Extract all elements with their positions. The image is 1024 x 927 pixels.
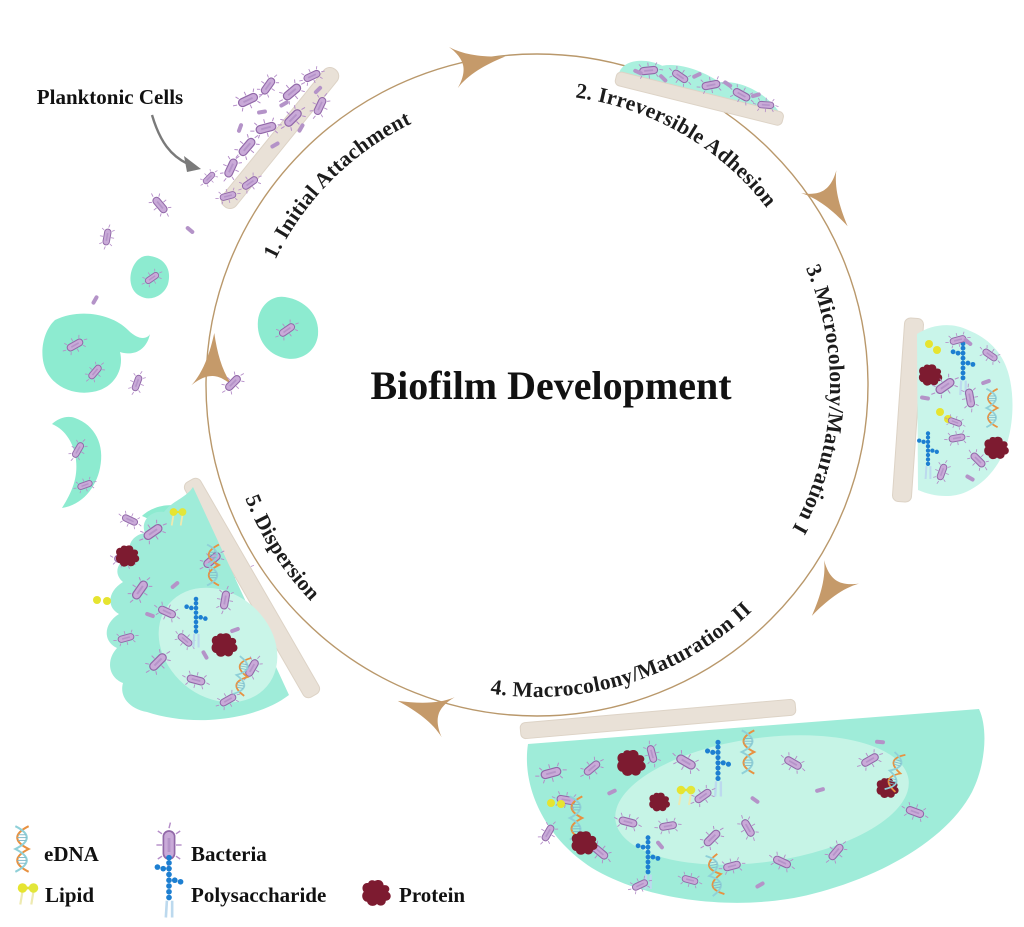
cycle-arrowhead-2	[801, 170, 866, 238]
protein-icon	[362, 880, 391, 906]
lipid-icon	[16, 881, 40, 906]
polysaccharide-icon	[153, 853, 185, 919]
legend-label-lipid: Lipid	[45, 883, 94, 907]
legend-item-polysaccharide: Polysaccharide	[153, 853, 326, 919]
diagram-title: Biofilm Development	[370, 363, 732, 408]
legend-label-edna: eDNA	[44, 842, 100, 866]
cycle-ring	[205, 53, 869, 717]
biofilm-fragments	[42, 255, 319, 609]
stage-2-illustration	[614, 60, 784, 126]
legend-label-polysaccharide: Polysaccharide	[191, 883, 326, 907]
legend-label-bacteria: Bacteria	[191, 842, 267, 866]
legend-item-protein: Protein	[362, 880, 465, 907]
stage-1-illustration	[195, 62, 340, 209]
legend-item-edna: eDNA	[14, 825, 100, 873]
legend-label-protein: Protein	[399, 883, 465, 907]
cycle-arrowhead-3	[794, 560, 859, 628]
legend: eDNA Lipid Bacteria Polysaccharide Prote…	[14, 821, 465, 919]
legend-item-lipid: Lipid	[16, 881, 94, 907]
stage-5-illustration	[93, 477, 321, 721]
planktonic-cells-label: Planktonic Cells	[37, 85, 183, 109]
legend-item-bacteria: Bacteria	[154, 821, 267, 869]
stage-4-illustration	[519, 698, 985, 903]
planktonic-pointer-arrow-icon	[150, 114, 201, 172]
cycle-arrowhead-1	[449, 35, 510, 89]
cycle-arrowhead-4	[391, 680, 455, 738]
dna-icon	[14, 825, 30, 873]
stage-label-3: 3. Microcolony/Maturation I	[788, 261, 850, 539]
stage-label-4: 4. Macrocolony/Maturation II	[489, 597, 755, 702]
stage-3-illustration	[892, 317, 1013, 503]
